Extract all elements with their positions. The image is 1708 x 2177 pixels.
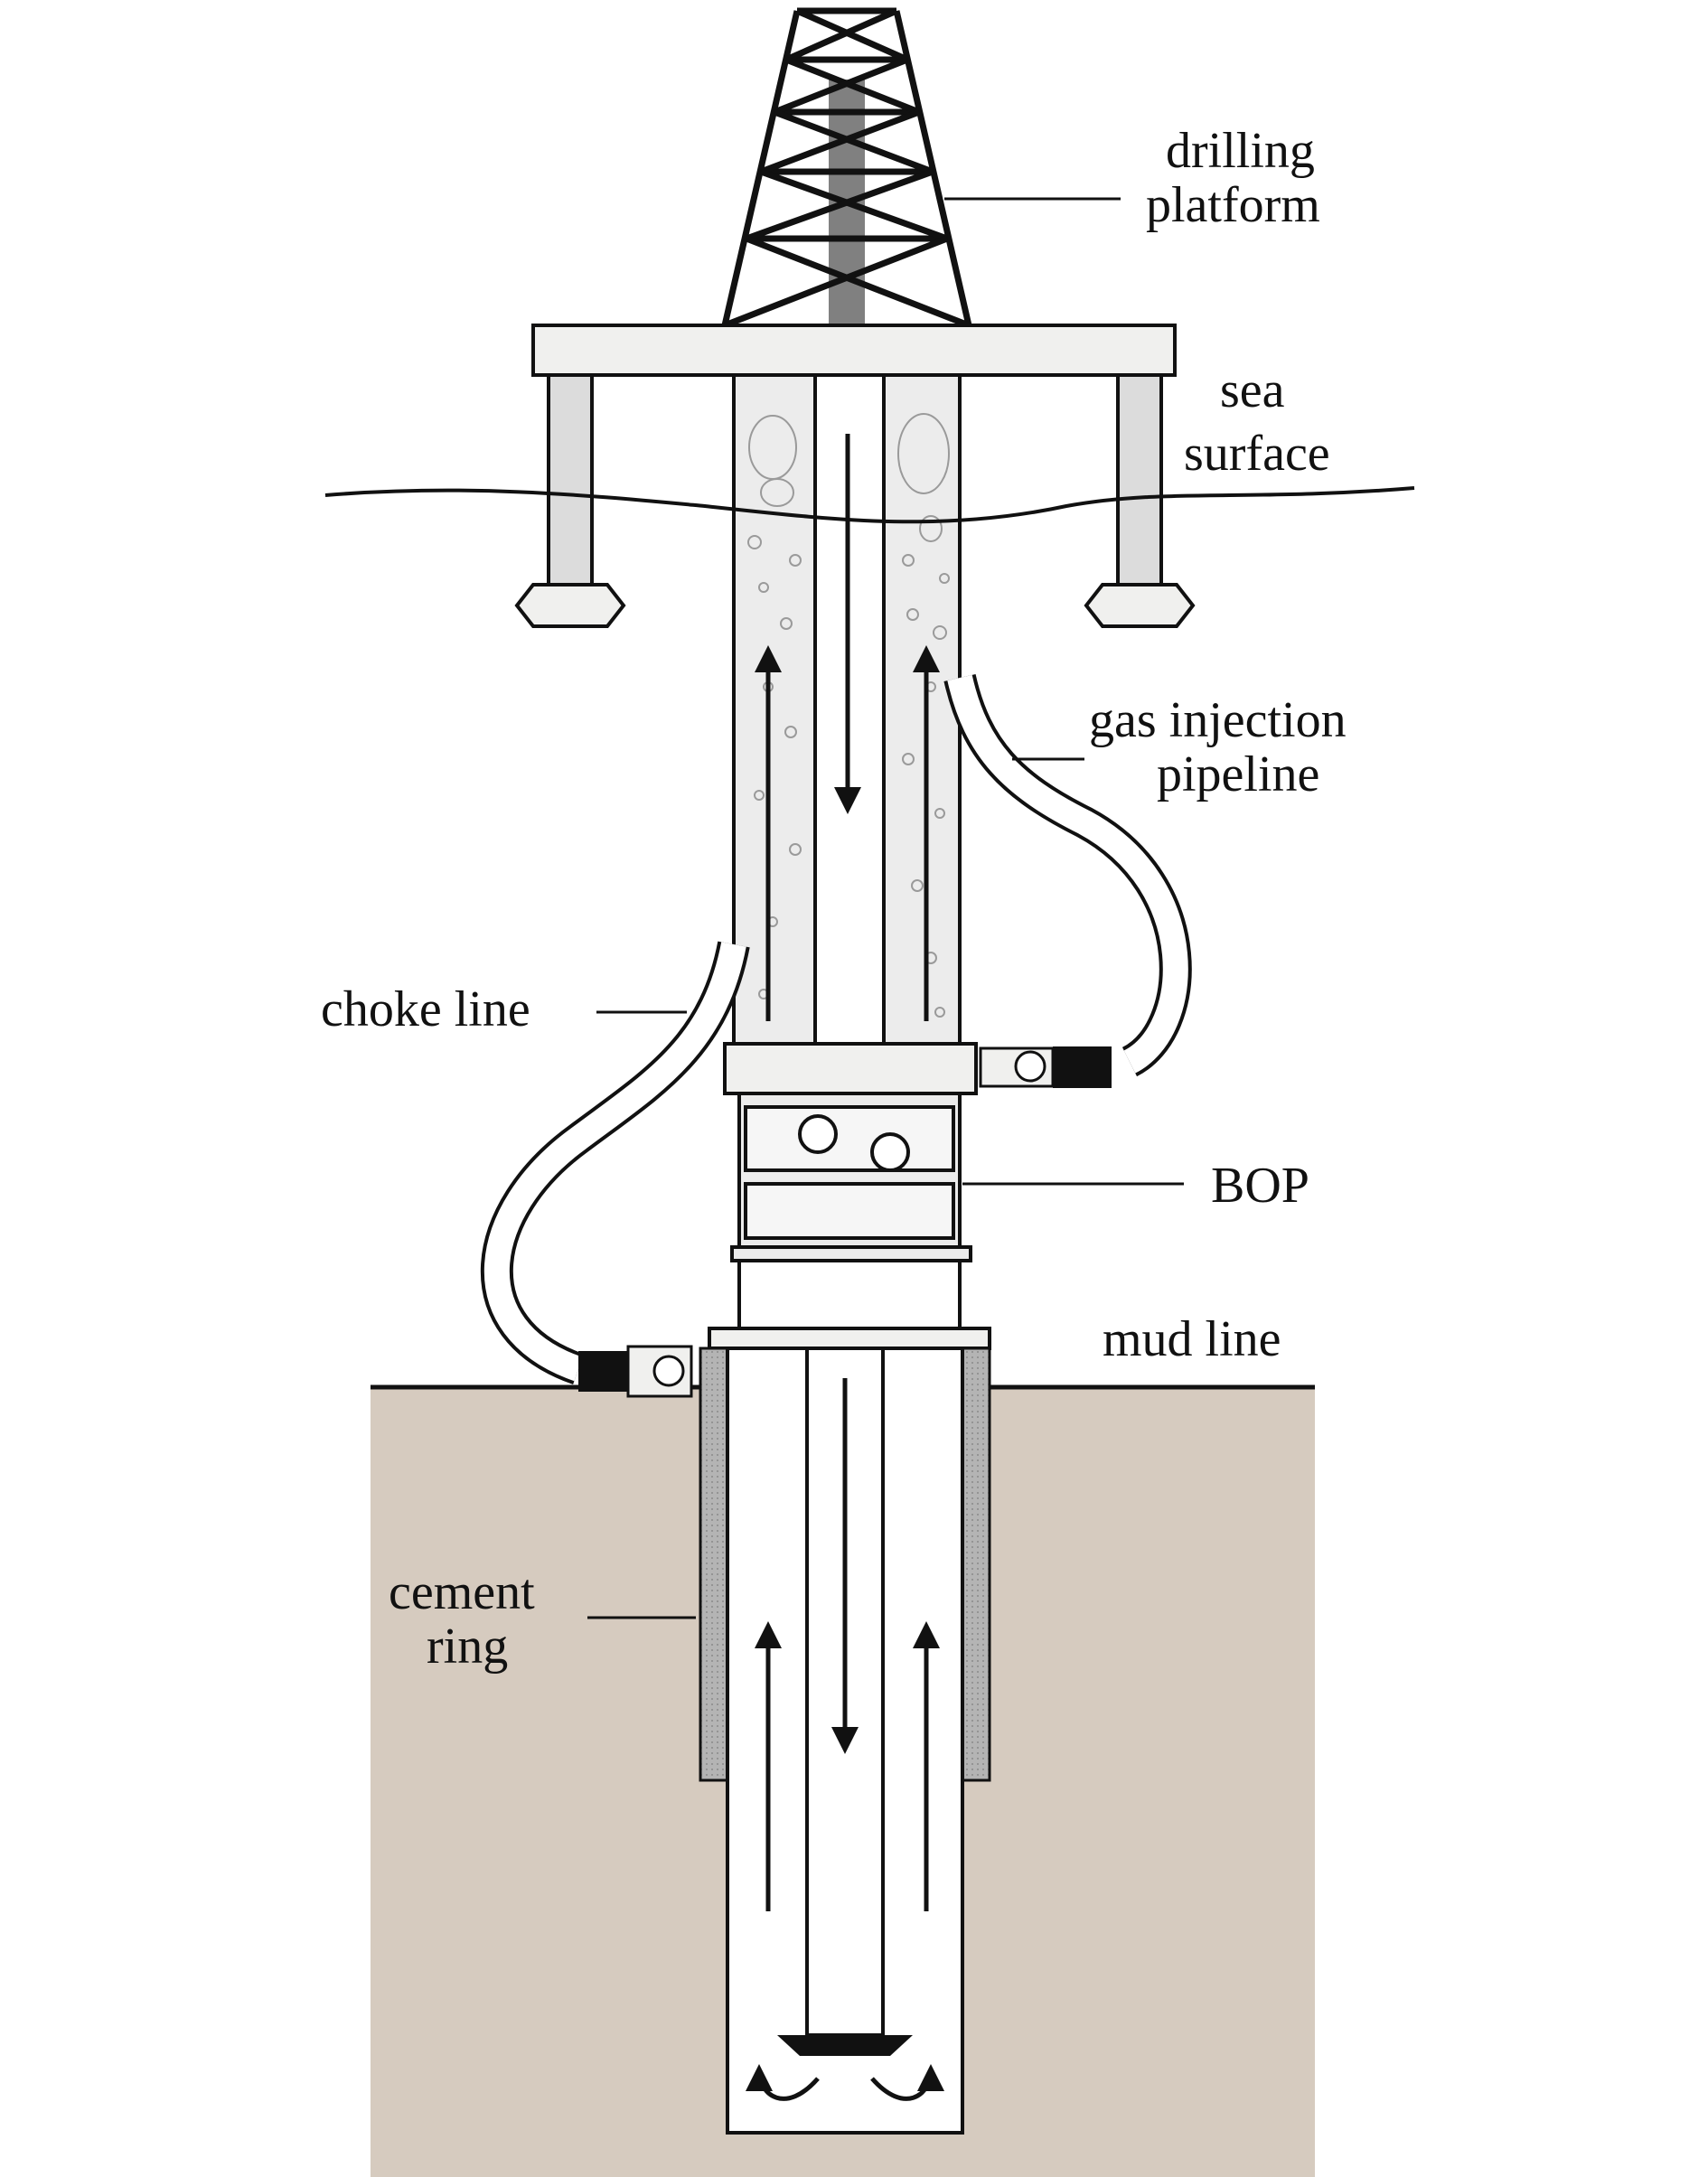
label-pipeline: pipeline xyxy=(1157,746,1319,802)
platform-deck xyxy=(531,324,1177,377)
wellbore-flow-arrows xyxy=(746,1378,944,2101)
cement-ring-right xyxy=(961,1347,991,1782)
bop-stack xyxy=(708,1092,991,1350)
label-gas-injection: gas injection xyxy=(1089,692,1347,748)
label-ring: ring xyxy=(427,1619,508,1675)
label-mud-line: mud line xyxy=(1103,1311,1281,1367)
riser-flow-arrows xyxy=(755,434,940,1021)
platform-leg-right xyxy=(1116,373,1163,586)
label-surface: surface xyxy=(1184,426,1330,482)
leader-lines xyxy=(587,197,1184,1619)
label-platform: platform xyxy=(1146,177,1320,233)
cement-ring-left xyxy=(699,1347,729,1782)
label-choke-line: choke line xyxy=(321,981,530,1037)
label-bop: BOP xyxy=(1211,1158,1309,1214)
leg-foot-left xyxy=(514,583,626,628)
drill-bit xyxy=(777,2035,913,2056)
riser-connector xyxy=(723,1042,978,1095)
platform-leg-left xyxy=(547,373,594,586)
label-drilling: drilling xyxy=(1166,123,1315,179)
choke-coupling xyxy=(578,1351,628,1392)
gas-coupling xyxy=(1053,1046,1112,1088)
derrick xyxy=(721,7,972,329)
label-sea: sea xyxy=(1220,362,1285,418)
cuttings xyxy=(747,413,950,1018)
leg-foot-right xyxy=(1084,583,1196,628)
sea-surface-line xyxy=(324,486,1415,524)
label-cement: cement xyxy=(389,1564,535,1620)
choke-line xyxy=(480,941,750,1385)
